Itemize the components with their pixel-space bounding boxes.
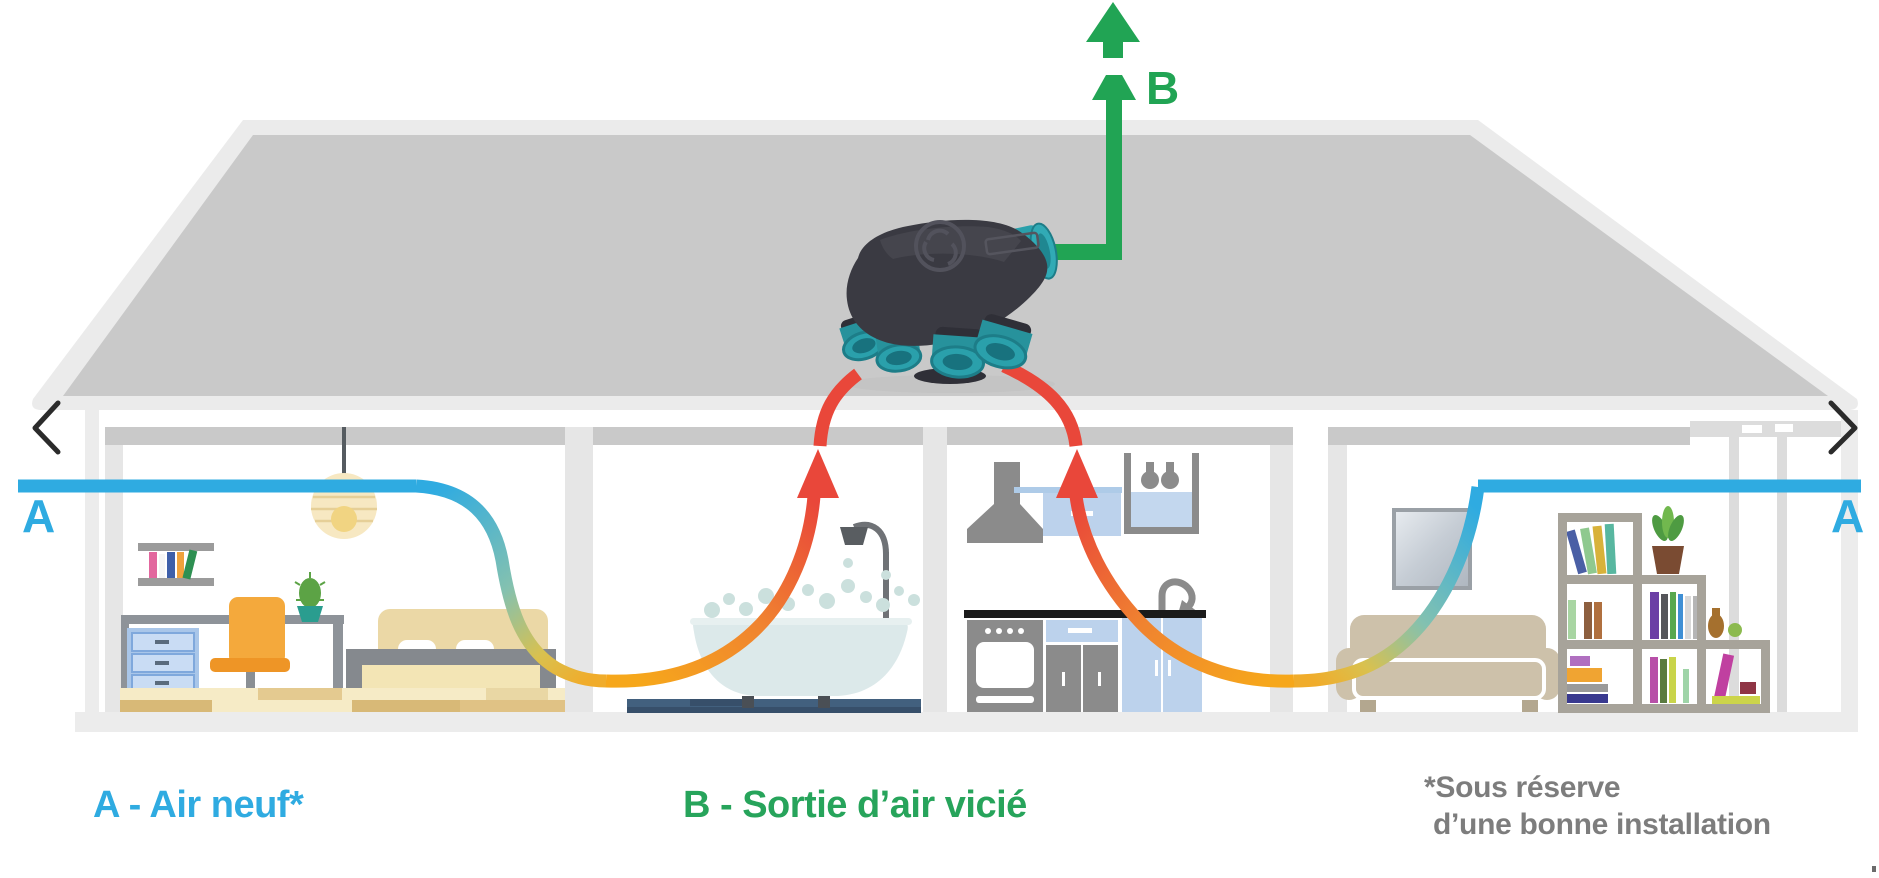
kitchen-duct-red bbox=[1001, 360, 1083, 447]
wall-bathroom-kitchen bbox=[923, 427, 947, 712]
bedroom-ceiling bbox=[105, 427, 565, 445]
kitchen-extract-curve bbox=[1069, 495, 1295, 688]
window-bay bbox=[1690, 421, 1841, 712]
living-room bbox=[1336, 506, 1770, 713]
livingroom-flow-curve bbox=[1293, 486, 1485, 688]
bathroom-ceiling bbox=[593, 427, 923, 445]
fan-emblem bbox=[914, 220, 966, 272]
bathroom bbox=[627, 521, 921, 713]
exterior-wall-left bbox=[85, 410, 99, 712]
faucet bbox=[1158, 578, 1198, 614]
range-hood bbox=[967, 462, 1043, 543]
legend-note: *Sous réserve d’une bonne installation bbox=[1424, 770, 1771, 843]
countertop bbox=[964, 610, 1206, 618]
carousel-next-button[interactable] bbox=[1828, 400, 1858, 455]
duct-spigot-3 bbox=[930, 326, 986, 379]
bathtub bbox=[690, 618, 912, 708]
carousel-prev-button[interactable] bbox=[32, 400, 61, 455]
legend-fresh-air: A - Air neuf* bbox=[93, 784, 304, 826]
exhaust-duct-green bbox=[1052, 98, 1122, 260]
cactus-plant bbox=[294, 572, 326, 622]
house-base-slab bbox=[75, 712, 1858, 732]
exterior-wall-right bbox=[1841, 410, 1858, 712]
stray-dot bbox=[1872, 866, 1876, 872]
marker-a-right: A bbox=[1831, 490, 1864, 542]
wall-livingroom-left bbox=[1328, 445, 1347, 712]
house-structure bbox=[32, 120, 1858, 732]
kitchen-ceiling bbox=[947, 427, 1293, 445]
wall-shelf bbox=[138, 543, 214, 586]
sofa bbox=[1336, 615, 1560, 712]
exhaust-outlet-arrow bbox=[1086, 2, 1140, 58]
wall-bedroom-bathroom bbox=[565, 427, 593, 712]
livingroom-ceiling bbox=[1328, 427, 1690, 445]
bedroom-floor bbox=[120, 688, 565, 712]
chevron-right-icon bbox=[1828, 400, 1858, 455]
bedroom-flow-curve bbox=[415, 479, 607, 688]
bathroom-arrowhead bbox=[797, 449, 839, 498]
exhaust-arrowhead bbox=[1092, 75, 1136, 100]
bathroom-duct-red bbox=[813, 368, 862, 447]
wall-kitchen-right bbox=[1270, 445, 1293, 712]
bathroom-extract-curve bbox=[605, 495, 821, 688]
legend-note-line1: *Sous réserve bbox=[1424, 771, 1621, 804]
lamp-cord bbox=[342, 427, 346, 477]
marker-a-left: A bbox=[22, 490, 55, 542]
bedroom bbox=[120, 427, 565, 712]
bubbles bbox=[704, 558, 920, 618]
open-shelf bbox=[1124, 453, 1199, 534]
kitchen-cabinets bbox=[1046, 618, 1202, 712]
oven bbox=[967, 620, 1043, 712]
marker-b: B bbox=[1146, 62, 1179, 114]
legend-note-line2: d’une bonne installation bbox=[1433, 807, 1771, 841]
unit-label-plate bbox=[984, 231, 1040, 256]
shelf-plant bbox=[1652, 506, 1684, 574]
shower bbox=[840, 521, 889, 628]
legend-exhaust-air: B - Sortie d’air vicié bbox=[683, 784, 1027, 826]
duct-spigot-4 bbox=[973, 314, 1033, 370]
vmc-unit bbox=[839, 219, 1058, 384]
chevron-left-icon bbox=[32, 400, 61, 455]
airflow bbox=[18, 2, 1861, 688]
wall-bedroom-left bbox=[105, 445, 123, 712]
kitchen-arrowhead bbox=[1056, 449, 1098, 498]
bookshelf bbox=[1558, 506, 1770, 713]
